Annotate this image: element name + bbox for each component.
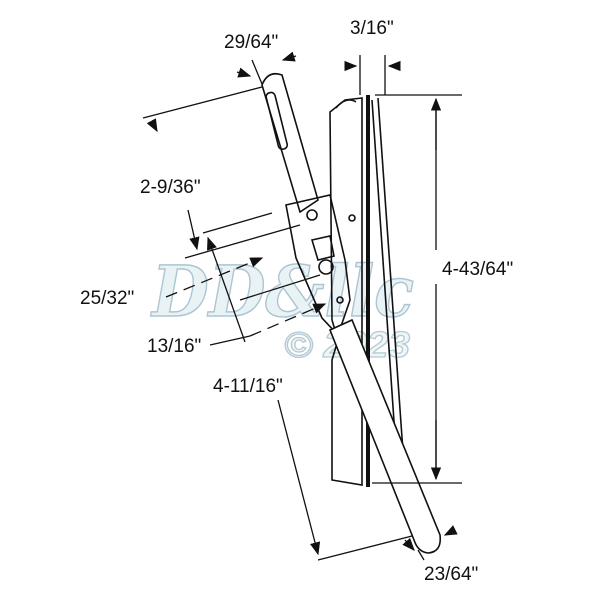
label-lower-arm-length: 4-11/16" [213, 376, 283, 397]
lower-arm [328, 318, 442, 554]
label-pivot-offset-upper: 25/32" [80, 288, 134, 309]
label-plate-height: 4-43/64" [442, 259, 513, 280]
label-plate-thickness: 3/16" [350, 18, 394, 39]
watermark-brand: DD&llc [150, 250, 414, 333]
upper-arm [261, 72, 351, 337]
hardware-drawing [261, 72, 442, 554]
dimension-lines [142, 51, 462, 561]
label-pivot-offset-lower: 13/16" [147, 336, 201, 357]
label-upper-arm-length: 2-9/36" [140, 177, 201, 198]
label-arm-width-bottom: 23/64" [424, 564, 478, 585]
label-arm-width-top: 29/64" [224, 32, 278, 53]
